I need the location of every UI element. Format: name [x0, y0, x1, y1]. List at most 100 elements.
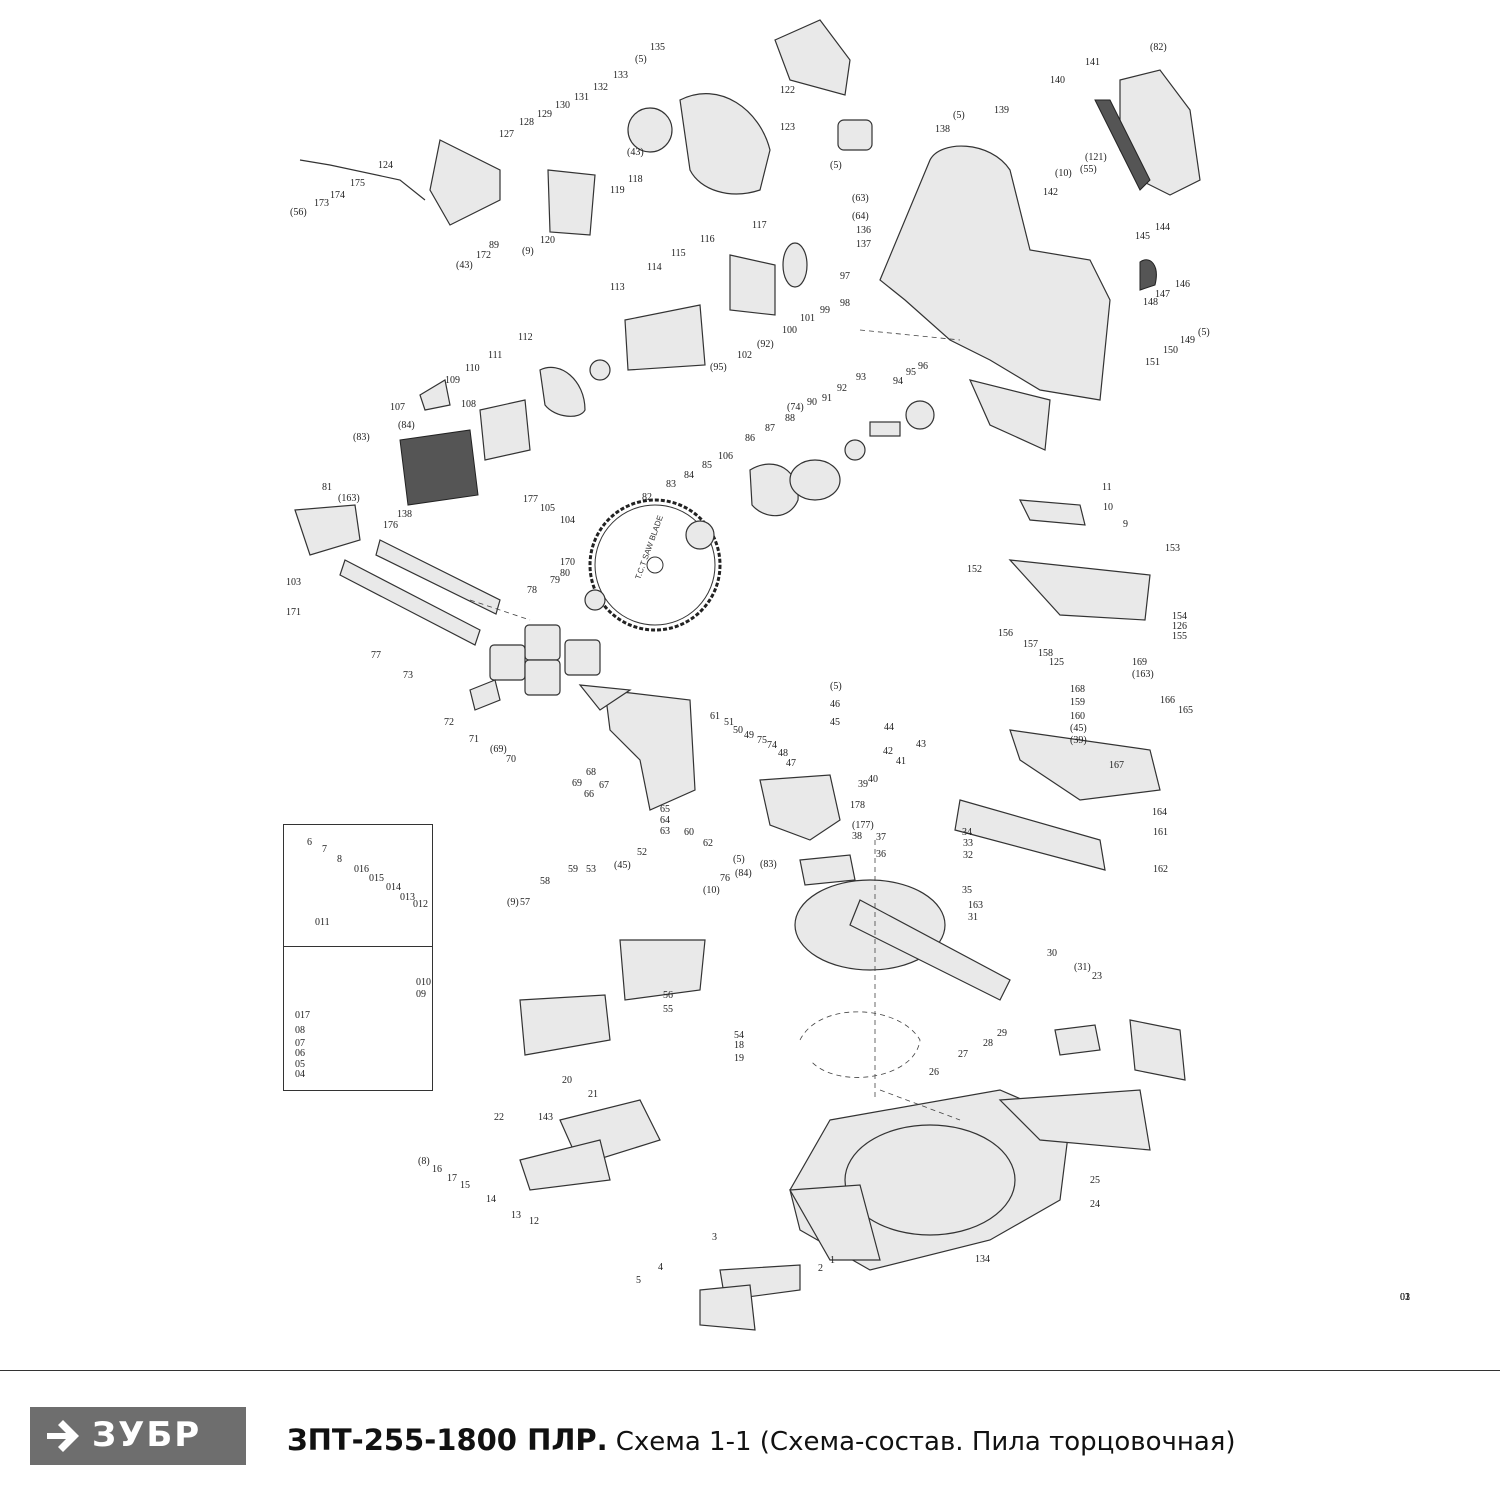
part-label: 84 — [684, 470, 694, 481]
part-label: 014 — [386, 882, 401, 893]
inset-detail-upper — [283, 824, 433, 947]
part-label: 57 — [520, 897, 530, 908]
part-label: 93 — [856, 372, 866, 383]
part-label: 135 — [650, 42, 665, 53]
part-label: (82) — [1150, 42, 1167, 53]
part-label: 14 — [486, 1194, 496, 1205]
part-label: (5) — [733, 854, 745, 865]
part-label: 173 — [314, 198, 329, 209]
part-label: 67 — [599, 780, 609, 791]
part-label: 5 — [636, 1275, 641, 1286]
part-label: 24 — [1090, 1199, 1100, 1210]
part-label: 85 — [702, 460, 712, 471]
part-label: 118 — [628, 174, 643, 185]
part-label: 54 — [734, 1030, 744, 1041]
part-label: 151 — [1145, 357, 1160, 368]
part-label: 71 — [469, 734, 479, 745]
part-label: 111 — [488, 350, 502, 361]
part-label: 156 — [998, 628, 1013, 639]
part-label: 159 — [1070, 697, 1085, 708]
part-label: 83 — [666, 479, 676, 490]
part-label: 40 — [868, 774, 878, 785]
part-label: 35 — [962, 885, 972, 896]
part-label: 89 — [489, 240, 499, 251]
part-label: 9 — [1123, 519, 1128, 530]
part-label: 09 — [416, 989, 426, 1000]
part-label: 7 — [322, 844, 327, 855]
part-label: 017 — [295, 1010, 310, 1021]
part-label: 69 — [572, 778, 582, 789]
part-label: 105 — [540, 503, 555, 514]
part-label: (163) — [1132, 669, 1154, 680]
part-label: 140 — [1050, 75, 1065, 86]
part-label: 19 — [734, 1053, 744, 1064]
part-label: (43) — [456, 260, 473, 271]
part-label: 94 — [893, 376, 903, 387]
part-label: 127 — [499, 129, 514, 140]
part-label: 65 — [660, 804, 670, 815]
part-label: 39 — [858, 779, 868, 790]
part-label: 42 — [883, 746, 893, 757]
part-label: 22 — [494, 1112, 504, 1123]
part-label: 15 — [460, 1180, 470, 1191]
part-label: 99 — [820, 305, 830, 316]
part-label: (56) — [290, 207, 307, 218]
part-number-labels: 135(5)133132131130129128127(43)119118120… — [286, 42, 1410, 1303]
part-label: 58 — [540, 876, 550, 887]
part-label: 27 — [958, 1049, 968, 1060]
part-label: 160 — [1070, 711, 1085, 722]
part-label: 75 — [757, 735, 767, 746]
part-label: (45) — [614, 860, 631, 871]
part-label: 91 — [822, 393, 832, 404]
part-label: 49 — [744, 730, 754, 741]
part-label: (10) — [703, 885, 720, 896]
part-label: 126 — [1172, 621, 1187, 632]
part-label: 163 — [968, 900, 983, 911]
part-label: 152 — [967, 564, 982, 575]
brand-logo: ЗУБР — [30, 1407, 246, 1465]
inset-detail-lower — [283, 946, 433, 1091]
part-label: 131 — [574, 92, 589, 103]
part-label: 176 — [383, 520, 398, 531]
part-label: 95 — [906, 367, 916, 378]
part-label: 25 — [1090, 1175, 1100, 1186]
part-label: (177) — [852, 820, 874, 831]
part-label: 02 — [1400, 1292, 1410, 1303]
part-label: 29 — [997, 1028, 1007, 1039]
part-label: 90 — [807, 397, 817, 408]
part-label: 136 — [856, 225, 871, 236]
part-label: 86 — [745, 433, 755, 444]
part-label: 120 — [540, 235, 555, 246]
part-label: 165 — [1178, 705, 1193, 716]
part-label: 170 — [560, 557, 575, 568]
part-label: 64 — [660, 815, 670, 826]
part-label: 125 — [1049, 657, 1064, 668]
part-label: 97 — [840, 271, 850, 282]
part-label: 110 — [465, 363, 480, 374]
part-label: 148 — [1143, 297, 1158, 308]
part-label: 130 — [555, 100, 570, 111]
part-label: 132 — [593, 82, 608, 93]
part-label: 139 — [994, 105, 1009, 116]
part-label: 47 — [786, 758, 796, 769]
part-label: (43) — [627, 147, 644, 158]
part-label: 04 — [295, 1069, 305, 1080]
part-label: (8) — [418, 1156, 430, 1167]
part-label: 144 — [1155, 222, 1170, 233]
part-label: (5) — [830, 160, 842, 171]
part-label: 145 — [1135, 231, 1150, 242]
part-label: 59 — [568, 864, 578, 875]
part-label: 12 — [529, 1216, 539, 1227]
part-label: 48 — [778, 748, 788, 759]
part-label: (9) — [507, 897, 519, 908]
part-label: 92 — [837, 383, 847, 394]
part-label: 158 — [1038, 648, 1053, 659]
part-label: 87 — [765, 423, 775, 434]
part-label: 6 — [307, 837, 312, 848]
part-label: 08 — [295, 1025, 305, 1036]
part-label: (63) — [852, 193, 869, 204]
part-label: 68 — [586, 767, 596, 778]
part-label: 124 — [378, 160, 393, 171]
part-label: (5) — [635, 54, 647, 65]
part-label: 164 — [1152, 807, 1167, 818]
